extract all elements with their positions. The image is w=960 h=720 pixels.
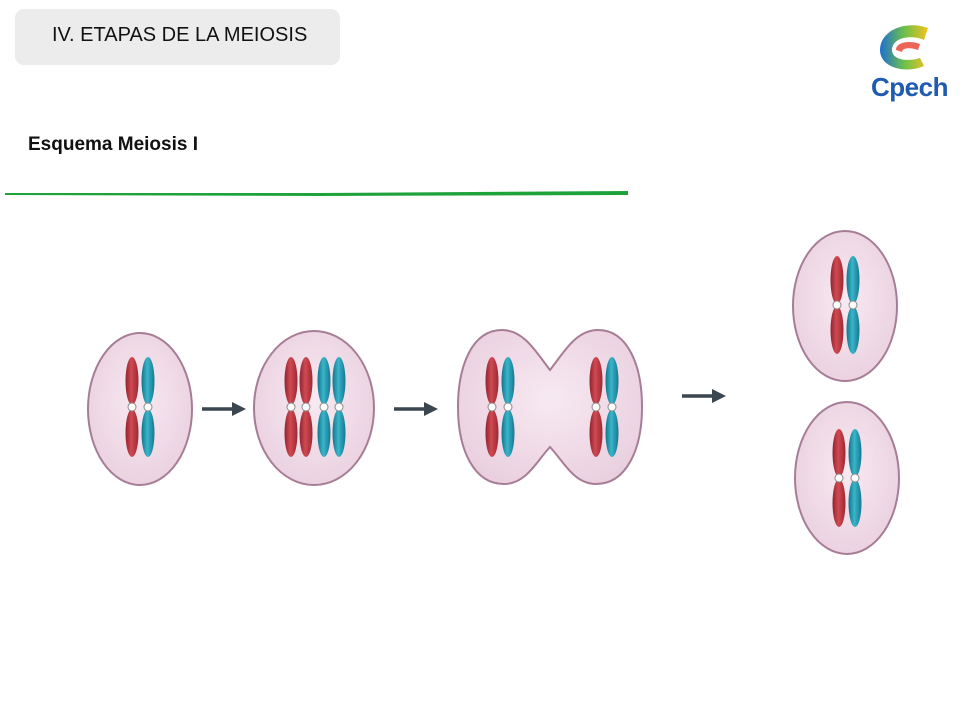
arrow-right-icon <box>682 389 726 403</box>
chromosome-paternal <box>332 357 346 457</box>
daughter-cell-top <box>792 230 898 382</box>
cell-2 <box>253 330 375 486</box>
logo-wordmark: Cpech <box>871 72 948 102</box>
chromosome-paternal <box>501 357 515 457</box>
chromosome-maternal <box>485 357 499 457</box>
chromosome-paternal <box>317 357 331 457</box>
chromosome-maternal <box>832 429 846 527</box>
chromosome-maternal <box>125 357 139 457</box>
chromosome-paternal <box>846 256 860 354</box>
daughter-cell-bottom <box>794 401 900 555</box>
cpech-logo-icon <box>880 25 928 70</box>
chromosome-maternal <box>299 357 313 457</box>
arrow-right-icon <box>202 402 246 416</box>
chromosome-maternal <box>830 256 844 354</box>
title-box <box>15 9 340 65</box>
page-title: IV. ETAPAS DE LA MEIOSIS <box>52 24 308 46</box>
green-rule <box>5 191 628 196</box>
chromosome-paternal <box>141 357 155 457</box>
chromosome-maternal <box>589 357 603 457</box>
chromosome-paternal <box>605 357 619 457</box>
chromosome-paternal <box>848 429 862 527</box>
chromosome-maternal <box>284 357 298 457</box>
arrow-right-icon <box>394 402 438 416</box>
cell-1 <box>87 332 193 486</box>
cell-3-dividing <box>456 328 644 486</box>
section-subtitle: Esquema Meiosis I <box>28 134 199 155</box>
